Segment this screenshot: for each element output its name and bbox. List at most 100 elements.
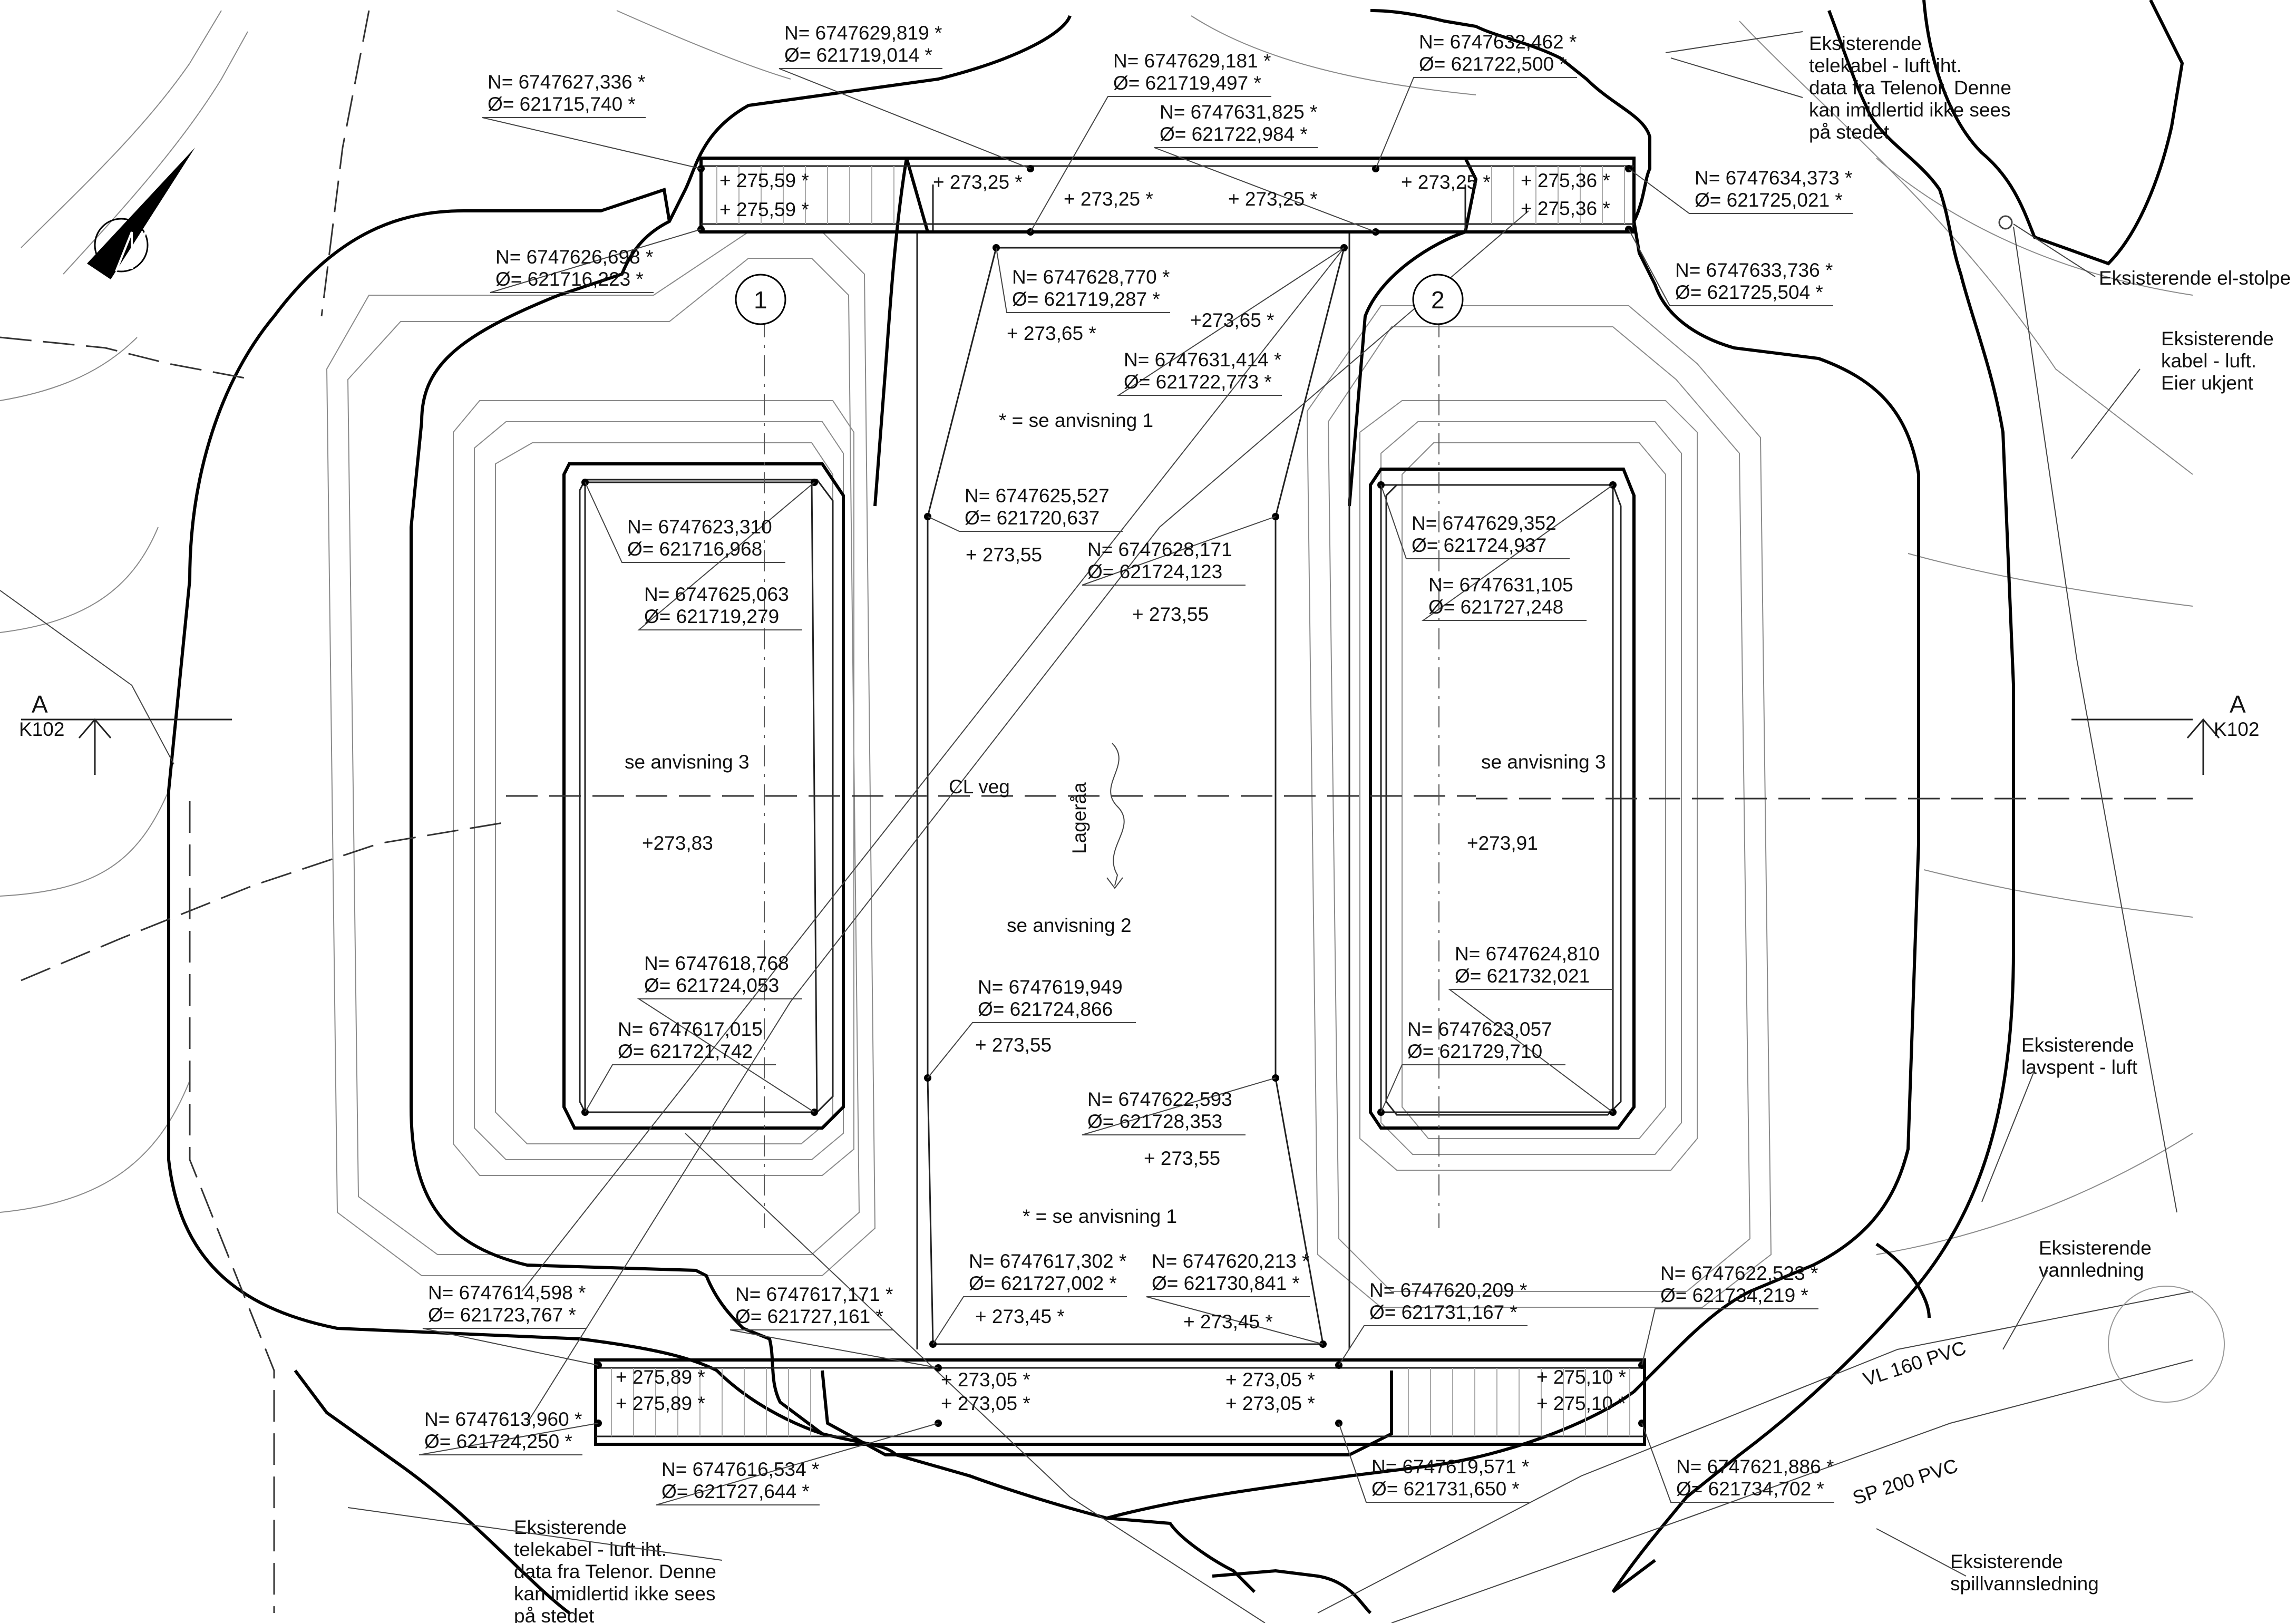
elevation-label: + 275,59 * bbox=[719, 170, 809, 191]
leader-line bbox=[1338, 1423, 1530, 1503]
leader-line bbox=[1641, 1308, 1818, 1366]
easting-value: Ø= 621729,710 bbox=[1407, 1041, 1542, 1062]
northing-value: N= 6747622,593 bbox=[1087, 1089, 1232, 1110]
elevation-label: + 275,89 * bbox=[616, 1393, 705, 1414]
northing-value: N= 6747621,886 * bbox=[1676, 1456, 1834, 1478]
leader-line bbox=[1448, 989, 1613, 1113]
easting-value: Ø= 621723,767 * bbox=[428, 1304, 576, 1326]
note-see3-right: se anvisning 3 bbox=[1481, 751, 1606, 773]
callout-line: telekabel - luft iht. bbox=[1809, 55, 1962, 76]
northing-value: N= 6747625,527 bbox=[965, 485, 1110, 507]
callout-line: Eksisterende bbox=[2161, 328, 2274, 349]
coordinate-label: N= 6747616,534 *Ø= 621727,644 * bbox=[661, 1459, 819, 1502]
elevation-label: + 275,36 * bbox=[1521, 170, 1610, 191]
callout-leader bbox=[2013, 223, 2096, 277]
callout-leader bbox=[347, 1507, 723, 1561]
elevation-label: + 275,10 * bbox=[1536, 1366, 1626, 1388]
leader-line bbox=[1154, 147, 1376, 232]
leader-line bbox=[927, 516, 1123, 532]
section-marker-left: A K102 bbox=[19, 691, 232, 775]
callout-line: spillvannsledning bbox=[1950, 1573, 2099, 1595]
northing-value: N= 6747624,810 bbox=[1455, 943, 1600, 965]
leader-line bbox=[729, 1329, 939, 1368]
leader-line bbox=[656, 1423, 939, 1505]
coordinate-label: N= 6747629,819 *Ø= 621719,014 * bbox=[784, 22, 942, 66]
callout-line: Eksisterende bbox=[1950, 1551, 2063, 1572]
leader-line bbox=[637, 998, 815, 1113]
northing-value: N= 6747626,698 * bbox=[495, 246, 653, 268]
coordinate-label: N= 6747619,571 *Ø= 621731,650 * bbox=[1371, 1456, 1529, 1500]
leader-line bbox=[1421, 484, 1613, 621]
northing-value: N= 6747617,302 * bbox=[969, 1250, 1126, 1272]
easting-value: Ø= 621721,742 bbox=[618, 1041, 753, 1062]
marker-1-label: 1 bbox=[754, 286, 767, 314]
easting-value: Ø= 621734,219 * bbox=[1660, 1285, 1808, 1306]
elevation-labels: + 275,59 *+ 275,59 *+ 273,25 *+ 273,25 *… bbox=[616, 170, 1626, 1414]
northing-value: N= 6747617,171 * bbox=[735, 1284, 893, 1305]
elevation-label: + 275,89 * bbox=[616, 1366, 705, 1388]
easting-value: Ø= 621716,968 bbox=[627, 538, 762, 560]
northing-value: N= 6747619,571 * bbox=[1371, 1456, 1529, 1478]
coordinate-labels: N= 6747627,336 *Ø= 621715,740 * N= 674762… bbox=[424, 22, 1852, 1502]
river-label: Lageråa bbox=[1068, 782, 1090, 854]
coordinate-label: N= 6747631,414 *Ø= 621722,773 * bbox=[1124, 349, 1281, 393]
bottom-abutment bbox=[594, 1358, 1646, 1446]
easting-value: Ø= 621715,740 * bbox=[488, 93, 636, 115]
callout-line: Eksisterende bbox=[2039, 1237, 2152, 1259]
easting-value: Ø= 621725,504 * bbox=[1675, 281, 1823, 303]
coordinate-label: N= 6747627,336 *Ø= 621715,740 * bbox=[488, 71, 645, 115]
manhole-icon bbox=[2108, 1286, 2225, 1403]
elevation-label: + 273,55 bbox=[1132, 604, 1209, 625]
easting-value: Ø= 621724,123 bbox=[1087, 561, 1222, 582]
coordinate-label: N= 6747622,523 *Ø= 621734,219 * bbox=[1660, 1262, 1818, 1306]
callout-line: vannledning bbox=[2039, 1259, 2144, 1281]
elevation-label: + 273,05 * bbox=[941, 1393, 1030, 1414]
elevation-label: + 275,36 * bbox=[1521, 198, 1610, 219]
callout-elstolpe: Eksisterende el-stolpe bbox=[2099, 267, 2291, 289]
note-see2: se anvisning 2 bbox=[1007, 915, 1132, 936]
leader-line bbox=[419, 1423, 599, 1455]
leader-line bbox=[585, 482, 785, 563]
coordinate-label: N= 6747620,213 *Ø= 621730,841 * bbox=[1152, 1250, 1309, 1294]
leader-line bbox=[1146, 1296, 1324, 1345]
river-symbol: Lageråa bbox=[1068, 743, 1125, 889]
elevation-label: + 273,25 * bbox=[933, 171, 1023, 193]
easting-value: Ø= 621724,866 bbox=[978, 998, 1113, 1020]
elevation-label: + 273,55 bbox=[966, 544, 1042, 566]
elevation-label: + 273,25 * bbox=[1228, 188, 1318, 210]
easting-value: Ø= 621727,644 * bbox=[661, 1481, 810, 1502]
northing-value: N= 6747632,462 * bbox=[1419, 31, 1577, 53]
coordinate-label: N= 6747633,736 *Ø= 621725,504 * bbox=[1675, 259, 1833, 303]
elevation-label: + 275,10 * bbox=[1536, 1393, 1626, 1414]
note-see3-left: se anvisning 3 bbox=[625, 751, 750, 773]
el-stolpe-icon bbox=[1998, 215, 2013, 230]
elevation-label: + 273,25 * bbox=[1064, 188, 1153, 210]
bottom-abutment-hatch bbox=[611, 1368, 1630, 1436]
note-see1-bottom: * = se anvisning 1 bbox=[1023, 1206, 1177, 1227]
callout-leader bbox=[1981, 1070, 2035, 1202]
embankment-boundaries bbox=[167, 0, 2184, 1615]
leader-line bbox=[1030, 96, 1271, 232]
north-arrow-icon bbox=[87, 148, 195, 279]
reference-lines bbox=[0, 10, 2193, 1623]
callout-line: data fra Telenor. Denne bbox=[514, 1561, 716, 1582]
leader-line bbox=[779, 68, 1031, 169]
easting-value: Ø= 621727,161 * bbox=[735, 1306, 883, 1327]
marker-1: 1 bbox=[735, 274, 786, 325]
callout-line: telekabel - luft iht. bbox=[514, 1539, 667, 1560]
leader-line bbox=[1375, 77, 1577, 169]
section-marker-right: A K102 bbox=[2071, 691, 2259, 775]
callout-line: Eier ukjent bbox=[2161, 372, 2254, 394]
elevation-label: + 273,55 bbox=[975, 1034, 1052, 1056]
